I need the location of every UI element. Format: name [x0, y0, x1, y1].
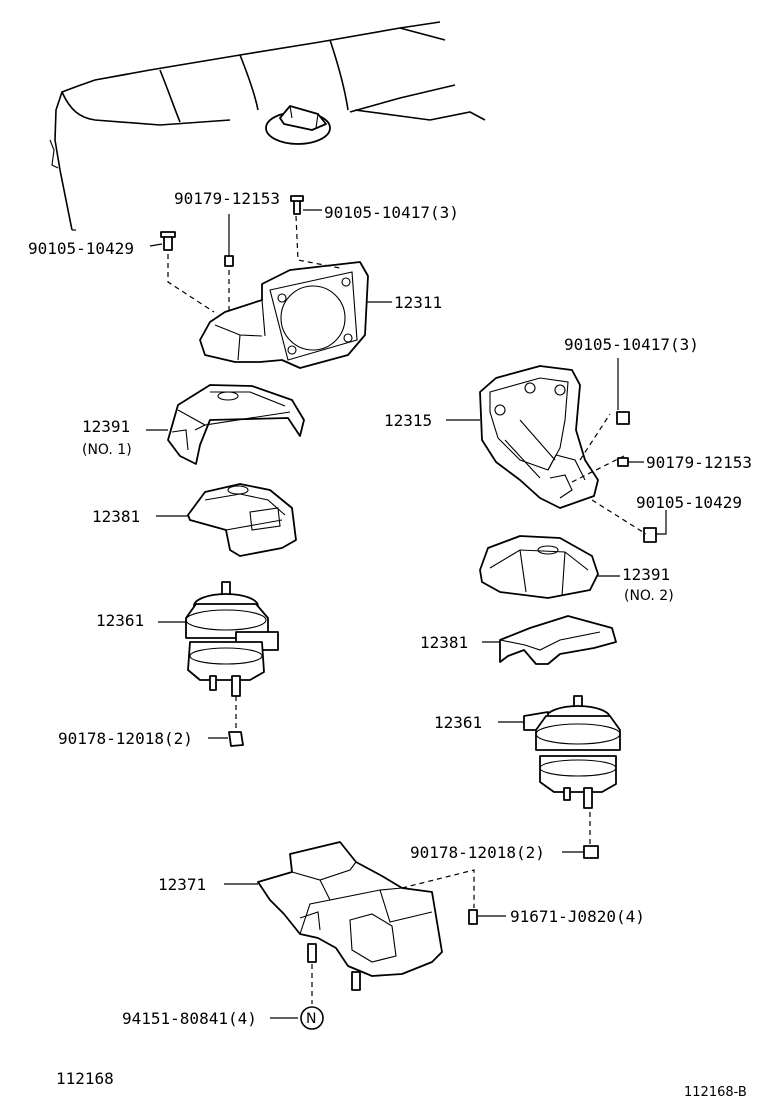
crossmember: [257, 841, 443, 977]
engine-mount-bracket-left: [199, 261, 369, 369]
stopper-right: [499, 615, 617, 665]
label-90105-10429-left: 90105-10429: [28, 239, 134, 258]
engine-mount-left: [185, 581, 279, 697]
insulator-no1: [167, 384, 305, 465]
part-labels: 90179-12153 90105-10417(3) 90105-10429 1…: [28, 189, 752, 1100]
bolts: [160, 195, 657, 991]
label-91671-j0820: 91671-J0820(4): [510, 907, 645, 926]
label-90178-12018-left: 90178-12018(2): [58, 729, 193, 748]
footer-code-right: 112168-B: [684, 1085, 747, 1100]
label-12381-right: 12381: [420, 633, 468, 652]
insulator-no2: [479, 535, 599, 599]
engine-mount-right: [523, 695, 621, 809]
n-marker: N: [306, 1011, 316, 1027]
label-90105-10429-right: 90105-10429: [636, 493, 742, 512]
stopper-left: [187, 483, 297, 557]
label-12371: 12371: [158, 875, 206, 894]
label-12391-right: 12391: [622, 565, 670, 584]
leader-lines: [72, 209, 667, 1030]
label-90105-10417-left: 90105-10417(3): [324, 203, 459, 222]
label-12381-left: 12381: [92, 507, 140, 526]
label-12315: 12315: [384, 411, 432, 430]
label-94151-80841: 94151-80841(4): [122, 1009, 257, 1028]
label-90105-10417-right: 90105-10417(3): [564, 335, 699, 354]
label-90179-12153-left: 90179-12153: [174, 189, 280, 208]
label-12391-left: 12391: [82, 417, 130, 436]
engine-block: [49, 21, 486, 231]
engine-mount-bracket-right: [479, 365, 599, 509]
label-12361-right: 12361: [434, 713, 482, 732]
label-no2: (NO. 2): [624, 588, 674, 604]
footer-code-left: 112168: [56, 1069, 114, 1088]
label-90178-12018-right: 90178-12018(2): [410, 843, 545, 862]
label-12361-left: 12361: [96, 611, 144, 630]
label-90179-12153-right: 90179-12153: [646, 453, 752, 472]
label-12311: 12311: [394, 293, 442, 312]
alignment-lines: [167, 214, 647, 1004]
label-no1: (NO. 1): [82, 442, 132, 458]
